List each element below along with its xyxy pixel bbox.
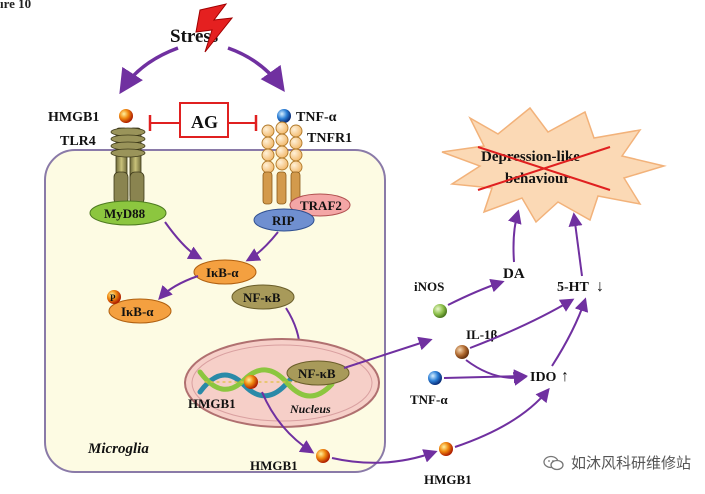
wechat-icon xyxy=(543,455,564,470)
arrow-5ht-depression xyxy=(568,212,583,277)
arrow-nucleus-hmgb1 xyxy=(261,391,315,454)
hmgb1-top-label: HMGB1 xyxy=(48,110,99,125)
depression-label-line1: Depression-like xyxy=(481,149,580,165)
hmgb1-bottom-label: HMGB1 xyxy=(250,458,298,473)
arrow-rip-ikb xyxy=(245,231,279,262)
nfkb-cyto-node xyxy=(231,284,295,310)
il1b-ball xyxy=(455,345,469,359)
nucleus-inner-ring xyxy=(191,344,373,422)
arrow-stress-tnf xyxy=(227,46,285,92)
watermark: 如沐风科研维修站 xyxy=(543,452,691,473)
arrow-hmgb1-hmgb1 xyxy=(331,449,438,464)
arrow-hmgb1-ido xyxy=(454,387,550,448)
stress-label: Stress xyxy=(170,26,218,47)
myd88-label: MyD88 xyxy=(104,206,146,221)
ht5-label: 5-HT xyxy=(557,280,590,295)
hmgb1-nucleus-ball xyxy=(244,375,258,389)
ido-up-arrow: ↑ xyxy=(561,368,569,385)
tnf-right-ball xyxy=(428,371,442,385)
arrow-stress-hmgb1 xyxy=(119,46,179,95)
ht5-down-arrow: ↓ xyxy=(596,278,604,295)
arrow-nfkb-inos xyxy=(343,336,433,369)
traf2-label: TRAF2 xyxy=(300,198,342,213)
figure-caption-fragment: ıre 10 xyxy=(0,0,32,11)
phospho-ball xyxy=(107,290,121,304)
inos-label: iNOS xyxy=(414,279,444,294)
traf2-node xyxy=(289,193,351,217)
ikb-alpha-p-node xyxy=(108,298,172,324)
tnfr1-receptor xyxy=(261,121,303,205)
arrow-ikb-ikbp xyxy=(158,275,199,301)
inos-ball xyxy=(433,304,447,318)
hmgb1-right-label: HMGB1 xyxy=(424,472,472,487)
ido-label: IDO xyxy=(530,370,557,385)
ikb-alpha-p-label: IκB-α xyxy=(121,304,154,319)
arrow-da-depression xyxy=(508,209,522,263)
arrow-ido-5ht xyxy=(551,297,589,367)
ag-label: AG xyxy=(191,112,218,132)
il1b-label: IL-1β xyxy=(466,327,498,342)
nfkb-nucleus-label: NF-κB xyxy=(298,366,336,381)
lightning-icon xyxy=(195,3,234,53)
tlr4-label: TLR4 xyxy=(60,134,96,149)
hmgb1-bottom-ball xyxy=(316,449,330,463)
ag-box xyxy=(179,102,229,138)
tnf-right-label: TNF-α xyxy=(410,392,448,407)
hmgb1-top-ball xyxy=(119,109,133,123)
nucleus xyxy=(184,338,380,428)
arrow-tnf-ido xyxy=(443,369,528,384)
tnf-top-label: TNF-α xyxy=(296,110,337,125)
da-label: DA xyxy=(503,266,525,282)
nfkb-nucleus-node xyxy=(286,360,350,386)
hmgb1-nucleus-label: HMGB1 xyxy=(188,396,236,411)
ikb-alpha-node xyxy=(193,259,257,285)
tlr4-receptor xyxy=(110,127,146,205)
arrow-myd88-ikb xyxy=(164,221,203,260)
strike-line-2 xyxy=(477,146,611,191)
rip-node xyxy=(253,208,315,232)
myd88-node xyxy=(89,200,167,226)
watermark-text: 如沐风科研维修站 xyxy=(570,454,691,472)
hmgb1-right-ball xyxy=(439,442,453,456)
ikb-alpha-label: IκB-α xyxy=(206,265,239,280)
tnf-top-ball xyxy=(277,109,291,123)
arrow-inos-da xyxy=(447,278,505,306)
phospho-label: P xyxy=(110,293,116,303)
microglia-label: Microglia xyxy=(87,441,149,457)
rip-label: RIP xyxy=(272,213,294,228)
tnfr1-label: TNFR1 xyxy=(307,131,352,146)
nucleus-label: Nucleus xyxy=(289,402,331,416)
nfkb-cyto-label: NF-κB xyxy=(243,290,281,305)
arrow-il1b-5ht xyxy=(469,298,575,349)
